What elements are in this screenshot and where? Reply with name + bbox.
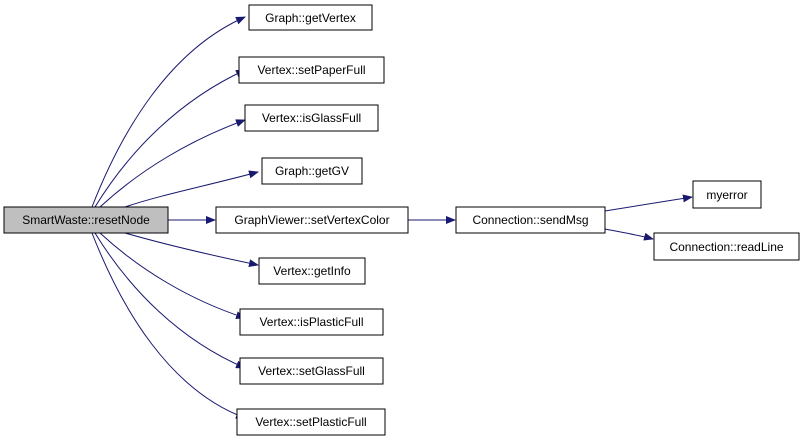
node-label: Connection::sendMsg — [472, 213, 588, 227]
node-vertex-isplasticfull[interactable]: Vertex::isPlasticFull — [239, 308, 384, 336]
node-label: SmartWaste::resetNode — [22, 213, 150, 227]
node-myerror[interactable]: myerror — [692, 180, 762, 209]
node-graph-getgv[interactable]: Graph::getGV — [261, 157, 363, 185]
node-label: Vertex::setPlasticFull — [255, 415, 366, 429]
node-label: myerror — [706, 188, 747, 202]
node-label: Graph::getVertex — [265, 11, 356, 25]
edge-resetnode-isplasticfull — [99, 232, 246, 320]
node-vertex-isglassfull[interactable]: Vertex::isGlassFull — [244, 104, 379, 132]
edge-sendmsg-readline — [604, 228, 654, 241]
node-label: Vertex::isGlassFull — [262, 111, 361, 125]
node-graph-getvertex[interactable]: Graph::getVertex — [248, 4, 373, 31]
node-label: Vertex::setPaperFull — [257, 63, 365, 77]
node-label: Vertex::getInfo — [273, 264, 351, 278]
node-label: Connection::readLine — [669, 240, 783, 254]
node-vertex-setglassfull[interactable]: Vertex::setGlassFull — [239, 357, 384, 385]
node-graphviewer-setvertexcolor[interactable]: GraphViewer::setVertexColor — [215, 206, 409, 234]
node-label: Graph::getGV — [275, 164, 349, 178]
node-label: Vertex::isPlasticFull — [259, 315, 363, 329]
node-connection-sendmsg[interactable]: Connection::sendMsg — [455, 206, 606, 234]
edge-sendmsg-myerror — [604, 194, 693, 212]
node-vertex-setplasticfull[interactable]: Vertex::setPlasticFull — [236, 408, 386, 436]
edge-resetnode-setpaperfull — [94, 69, 246, 208]
edges — [91, 16, 693, 419]
edge-resetnode-setglassfull — [94, 232, 246, 369]
node-vertex-setpaperfull[interactable]: Vertex::setPaperFull — [238, 56, 385, 84]
node-smartwaste-resetnode[interactable]: SmartWaste::resetNode — [3, 206, 169, 234]
edge-resetnode-getvertex — [91, 16, 246, 208]
node-label: GraphViewer::setVertexColor — [234, 213, 389, 227]
edge-resetnode-getgv — [124, 170, 259, 208]
edge-resetnode-isglassfull — [99, 119, 246, 208]
node-vertex-getinfo[interactable]: Vertex::getInfo — [258, 257, 366, 285]
edge-resetnode-getinfo — [124, 232, 259, 268]
node-label: Vertex::setGlassFull — [258, 364, 365, 378]
edge-resetnode-setplasticfull — [91, 232, 246, 419]
node-connection-readline[interactable]: Connection::readLine — [653, 232, 800, 261]
